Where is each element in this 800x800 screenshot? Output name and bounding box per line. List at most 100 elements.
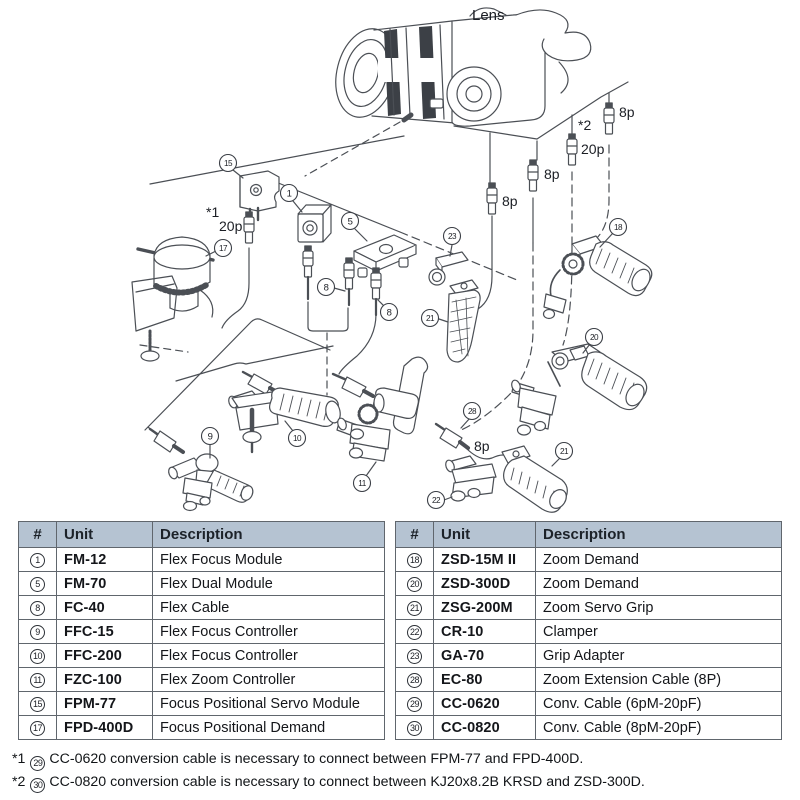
- zsd-15m-illustration: [542, 235, 653, 320]
- unit-number-cell: 21: [395, 595, 434, 620]
- fpm-77-illustration: [221, 170, 280, 329]
- fm-12-illustration: [297, 204, 332, 243]
- svg-text:9: 9: [208, 431, 213, 442]
- callout-11: 11: [352, 473, 372, 493]
- unit-description-cell: Focus Positional Demand: [152, 715, 385, 740]
- footnote-text: CC-0820 conversion cable is necessary to…: [49, 773, 645, 790]
- callout-15: 15: [218, 153, 238, 173]
- circled-number: 15: [30, 697, 45, 712]
- zsd-300d-illustration: [511, 343, 648, 436]
- connector-label: 20p: [219, 218, 243, 234]
- unit-number-cell: 22: [395, 619, 434, 644]
- cable-plug-icon: [486, 182, 498, 215]
- footnote-marker: *1: [12, 751, 26, 767]
- unit-name-cell: FZC-100: [56, 667, 153, 692]
- cable-plug-icon: [302, 245, 314, 301]
- unit-number-cell: 5: [18, 571, 57, 596]
- unit-number-cell: 11: [18, 667, 57, 692]
- unit-name-cell: FC-40: [56, 595, 153, 620]
- zsg-200m-left-illustration: [446, 279, 481, 363]
- circled-number: 10: [30, 649, 45, 664]
- callout-5: 5: [340, 211, 360, 231]
- association-lines: [139, 81, 629, 441]
- unit-name-cell: FPM-77: [56, 691, 153, 716]
- svg-text:18: 18: [614, 223, 623, 232]
- callout-23: 23: [442, 226, 462, 246]
- unit-number-cell: 18: [395, 547, 434, 572]
- unit-name-cell: ZSG-200M: [433, 595, 536, 620]
- unit-number-cell: 8: [18, 595, 57, 620]
- unit-description-cell: Zoom Demand: [535, 547, 782, 572]
- cable-plug-icon: [603, 102, 615, 135]
- cable-plug-icon: [343, 257, 355, 307]
- callout-8: 8: [316, 277, 336, 297]
- unit-description-cell: Zoom Extension Cable (8P): [535, 667, 782, 692]
- unit-number-cell: 10: [18, 643, 57, 668]
- cable-plug-icon: [527, 159, 539, 192]
- svg-text:28: 28: [468, 407, 477, 416]
- fpd-400d-illustration: [131, 236, 215, 362]
- unit-name-cell: FFC-200: [56, 643, 153, 668]
- unit-name-cell: ZSD-15M II: [433, 547, 536, 572]
- unit-description-cell: Flex Zoom Controller: [152, 667, 385, 692]
- column-header: Unit: [56, 521, 153, 548]
- unit-name-cell: CC-0820: [433, 715, 536, 740]
- cable-plug-icon: [370, 267, 382, 317]
- ec-80-illustration: [434, 422, 510, 460]
- unit-number-cell: 9: [18, 619, 57, 644]
- callout-21: 21: [554, 441, 574, 461]
- callout-21: 21: [420, 308, 440, 328]
- circled-number: 1: [30, 553, 45, 568]
- callout-leaders: [205, 169, 614, 501]
- circled-number: 22: [407, 625, 422, 640]
- circled-number: 5: [30, 577, 45, 592]
- unit-description-cell: Conv. Cable (8pM-20pF): [535, 715, 782, 740]
- column-header: Unit: [433, 521, 536, 548]
- unit-description-cell: Clamper: [535, 619, 782, 644]
- unit-description-cell: Flex Dual Module: [152, 571, 385, 596]
- connector-label: 8p: [474, 438, 490, 454]
- unit-description-cell: Flex Cable: [152, 595, 385, 620]
- cr-10-illustration: [445, 455, 497, 502]
- svg-text:10: 10: [293, 434, 302, 443]
- circled-number: 11: [30, 673, 45, 688]
- connector-label: 8p: [502, 193, 518, 209]
- circled-number: 29: [407, 697, 422, 712]
- unit-name-cell: FFC-15: [56, 619, 153, 644]
- circled-number: 29: [30, 755, 46, 771]
- unit-name-cell: FPD-400D: [56, 715, 153, 740]
- unit-number-cell: 1: [18, 547, 57, 572]
- circled-number: 23: [407, 649, 422, 664]
- column-header: Description: [152, 521, 385, 548]
- svg-text:21: 21: [560, 447, 569, 456]
- svg-text:22: 22: [432, 496, 441, 505]
- connector-plugs: [243, 102, 615, 317]
- ffc-200-illustration: [228, 370, 341, 454]
- unit-number-cell: 15: [18, 691, 57, 716]
- unit-number-cell: 20: [395, 571, 434, 596]
- svg-text:23: 23: [448, 232, 457, 241]
- svg-text:20: 20: [590, 333, 599, 342]
- svg-text:21: 21: [426, 314, 435, 323]
- column-header: #: [395, 521, 434, 548]
- callout-17: 17: [213, 238, 233, 258]
- circled-number: 21: [407, 601, 422, 616]
- unit-number-cell: 30: [395, 715, 434, 740]
- circled-number: 9: [30, 625, 45, 640]
- callout-1: 1: [279, 183, 299, 203]
- svg-text:1: 1: [287, 188, 292, 199]
- zsg-200m-right-illustration: [501, 445, 568, 513]
